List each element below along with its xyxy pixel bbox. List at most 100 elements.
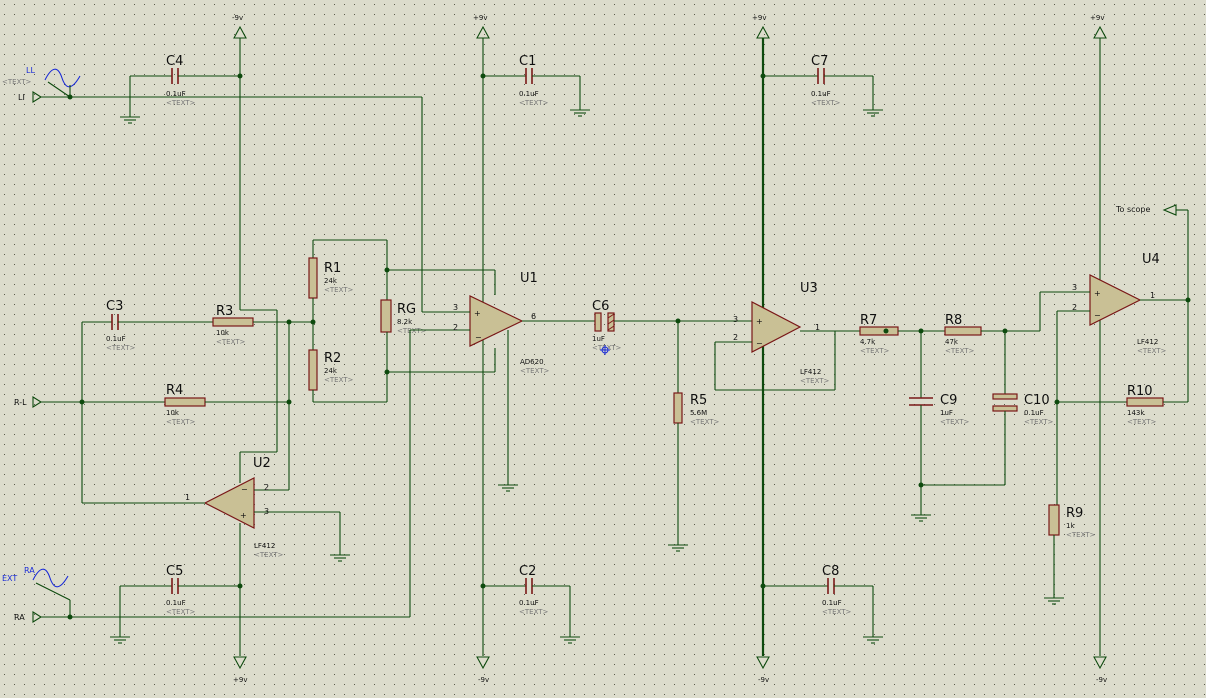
svg-text:C5: C5 bbox=[166, 564, 183, 579]
svg-text:R10: R10 bbox=[1127, 384, 1153, 399]
svg-text:<TEXT>: <TEXT> bbox=[860, 347, 890, 355]
svg-text:+9v: +9v bbox=[473, 14, 487, 22]
gain-network: R1 24k <TEXT> R2 24k <TEXT> RG 8.2k <TEX… bbox=[308, 239, 496, 403]
svg-text:C8: C8 bbox=[822, 564, 839, 579]
svg-text:1k: 1k bbox=[1066, 522, 1075, 530]
svg-text:C7: C7 bbox=[811, 54, 828, 69]
svg-text:2: 2 bbox=[1072, 303, 1077, 312]
svg-text:1: 1 bbox=[815, 323, 820, 332]
r4-resistor: R4 10k <TEXT> bbox=[82, 383, 292, 426]
svg-text:LF412: LF412 bbox=[1137, 338, 1158, 346]
svg-text:R9: R9 bbox=[1066, 506, 1083, 521]
c7-capacitor: C7 0.1uF <TEXT> bbox=[760, 54, 883, 117]
c8-capacitor: C8 0.1uF <TEXT> bbox=[760, 564, 883, 644]
svg-text:R8: R8 bbox=[945, 313, 962, 328]
svg-text:LF412: LF412 bbox=[800, 368, 821, 376]
svg-text:RG: RG bbox=[397, 302, 416, 317]
svg-text:8.2k: 8.2k bbox=[397, 318, 413, 326]
svg-text:<TEXT>: <TEXT> bbox=[106, 344, 136, 352]
u2-op-amp: − + 1 2 3 U2 LF412 <TEXT> bbox=[82, 309, 350, 562]
svg-text:2: 2 bbox=[264, 483, 269, 492]
svg-text:<TEXT>: <TEXT> bbox=[216, 338, 246, 346]
svg-text:U3: U3 bbox=[800, 281, 818, 296]
svg-text:0.1uF: 0.1uF bbox=[166, 90, 186, 98]
c6-capacitor: C6 1uF <TEXT> bbox=[592, 299, 763, 355]
rail-wires bbox=[239, 38, 1101, 656]
svg-text:+: + bbox=[474, 309, 481, 318]
svg-text:+9v: +9v bbox=[1090, 14, 1104, 22]
svg-text:<TEXT>: <TEXT> bbox=[519, 99, 549, 107]
r10-resistor: R10 143k <TEXT> bbox=[1057, 384, 1188, 426]
svg-text:U2: U2 bbox=[253, 456, 271, 471]
svg-text:0.1uF: 0.1uF bbox=[106, 335, 126, 343]
svg-text:R3: R3 bbox=[216, 304, 233, 319]
svg-text:−: − bbox=[1094, 311, 1101, 320]
svg-text:-9v: -9v bbox=[478, 676, 489, 684]
svg-text:R2: R2 bbox=[324, 351, 341, 366]
svg-text:3: 3 bbox=[1072, 283, 1077, 292]
svg-text:U4: U4 bbox=[1142, 252, 1160, 267]
svg-text:5.6M: 5.6M bbox=[690, 409, 707, 417]
svg-text:<TEXT>: <TEXT> bbox=[800, 377, 830, 385]
c3-capacitor: C3 0.1uF <TEXT> bbox=[79, 299, 213, 503]
svg-text:<TEXT>: <TEXT> bbox=[2, 78, 32, 86]
svg-text:C6: C6 bbox=[592, 299, 609, 314]
svg-text:−: − bbox=[475, 333, 482, 342]
svg-text:-9v: -9v bbox=[1096, 676, 1107, 684]
svg-text:+9v: +9v bbox=[752, 14, 766, 22]
svg-text:<TEXT>: <TEXT> bbox=[254, 551, 284, 559]
svg-text:0.1uF: 0.1uF bbox=[519, 90, 539, 98]
svg-text:R-L: R-L bbox=[14, 398, 27, 407]
svg-text:RA: RA bbox=[24, 566, 35, 575]
svg-text:0.1uF: 0.1uF bbox=[822, 599, 842, 607]
svg-text:<TEXT>: <TEXT> bbox=[520, 367, 550, 375]
svg-text:C9: C9 bbox=[940, 393, 957, 408]
r3-resistor: R3 10k <TEXT> bbox=[212, 304, 313, 346]
c2-capacitor: C2 0.1uF <TEXT> bbox=[480, 564, 580, 644]
svg-text:1: 1 bbox=[185, 493, 190, 502]
svg-text:C4: C4 bbox=[166, 54, 183, 69]
svg-text:1uF: 1uF bbox=[940, 409, 953, 417]
svg-text:0.1uF: 0.1uF bbox=[811, 90, 831, 98]
c1-capacitor: C1 0.1uF <TEXT> bbox=[480, 54, 590, 117]
svg-text:3: 3 bbox=[264, 507, 269, 516]
u4-op-amp: + − 3 2 1 U4 LF412 <TEXT> bbox=[1039, 209, 1191, 505]
svg-text:RA: RA bbox=[14, 613, 25, 622]
filter-section: R7 4.7k <TEXT> R8 47k <TEXT> C9 1uF <TEX… bbox=[859, 313, 1054, 522]
svg-text:1uF: 1uF bbox=[592, 335, 605, 343]
svg-text:3: 3 bbox=[733, 315, 738, 324]
c4-capacitor: C4 0.1uF <TEXT> bbox=[67, 54, 243, 117]
svg-text:R4: R4 bbox=[166, 383, 183, 398]
svg-text:10k: 10k bbox=[216, 329, 230, 337]
svg-text:<TEXT>: <TEXT> bbox=[945, 347, 975, 355]
svg-text:1: 1 bbox=[1150, 291, 1155, 300]
svg-text:LL: LL bbox=[26, 66, 35, 75]
svg-text:C3: C3 bbox=[106, 299, 123, 314]
svg-text:C2: C2 bbox=[519, 564, 536, 579]
svg-text:143k: 143k bbox=[1127, 409, 1145, 417]
svg-text:+9v: +9v bbox=[233, 676, 247, 684]
u3-op-amp: + − 3 2 1 U3 LF412 <TEXT> bbox=[714, 281, 860, 391]
svg-text:<TEXT>: <TEXT> bbox=[1127, 418, 1157, 426]
svg-text:C1: C1 bbox=[519, 54, 536, 69]
svg-text:10k: 10k bbox=[166, 409, 180, 417]
svg-text:2: 2 bbox=[453, 323, 458, 332]
svg-text:<TEXT>: <TEXT> bbox=[1137, 347, 1167, 355]
svg-text:<TEXT>: <TEXT> bbox=[166, 608, 196, 616]
svg-text:2: 2 bbox=[733, 333, 738, 342]
ground-symbol bbox=[120, 116, 140, 124]
svg-text:EXT: EXT bbox=[2, 574, 17, 583]
svg-text:C10: C10 bbox=[1024, 393, 1050, 408]
svg-text:+: + bbox=[756, 317, 763, 326]
svg-text:6: 6 bbox=[531, 312, 536, 321]
svg-text:LF412: LF412 bbox=[254, 542, 275, 550]
svg-text:To scope: To scope bbox=[1115, 205, 1151, 214]
c5-capacitor: C5 0.1uF <TEXT> bbox=[67, 564, 243, 644]
svg-text:AD620: AD620 bbox=[520, 358, 544, 366]
svg-text:0.1uF: 0.1uF bbox=[1024, 409, 1044, 417]
svg-text:3: 3 bbox=[453, 303, 458, 312]
svg-text:0.1uF: 0.1uF bbox=[519, 599, 539, 607]
svg-text:<TEXT>: <TEXT> bbox=[324, 376, 354, 384]
svg-text:<TEXT>: <TEXT> bbox=[811, 99, 841, 107]
